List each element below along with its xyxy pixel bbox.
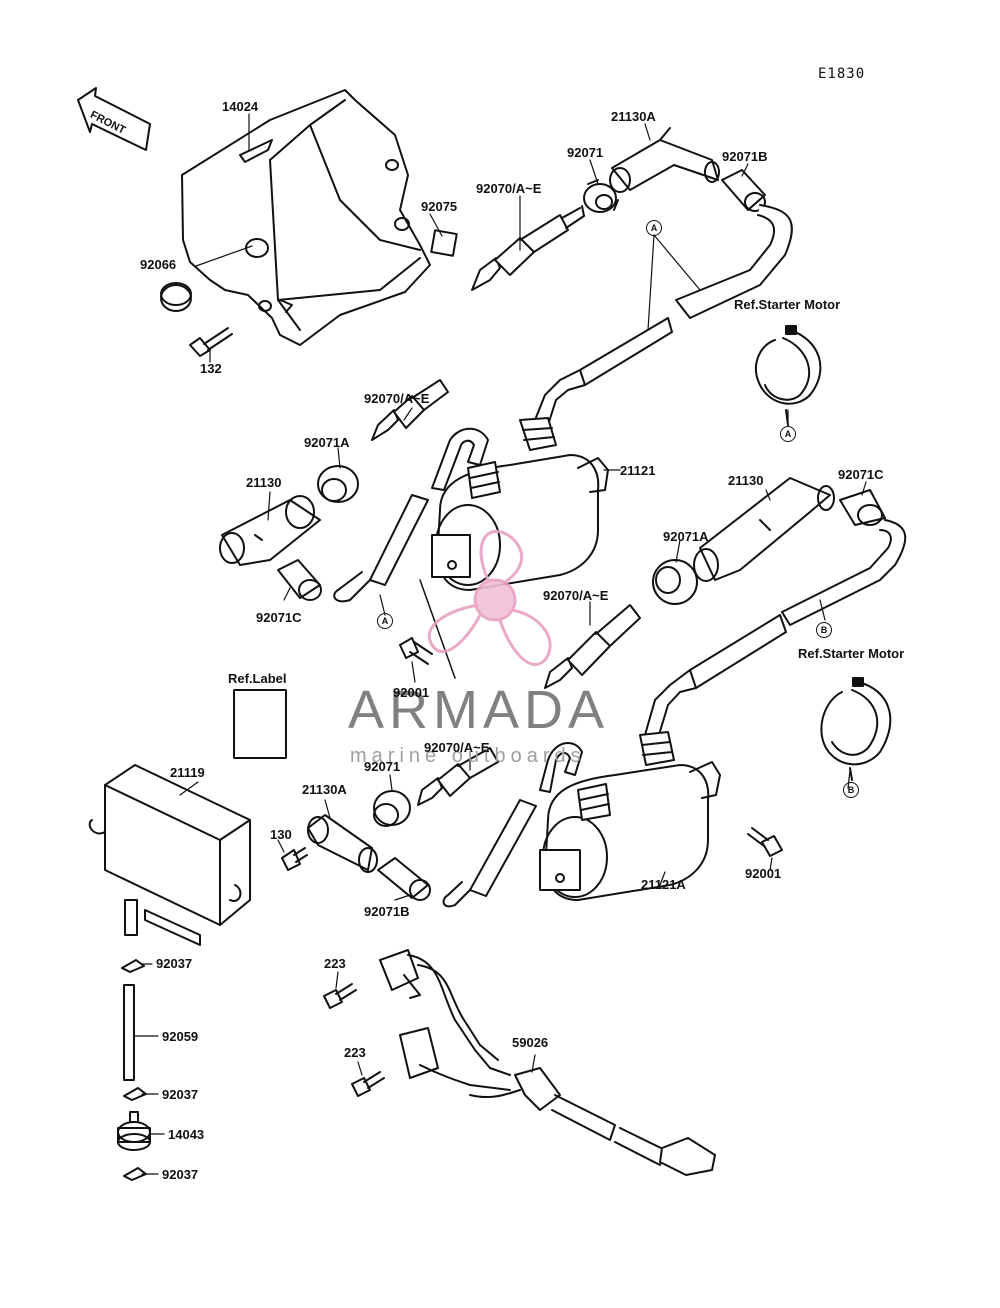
callout-21130a-top: 21130A: [611, 109, 656, 124]
callout-21121a: 21121A: [641, 877, 686, 892]
bolt-92001-right: [747, 827, 783, 857]
hose-92059: [123, 984, 135, 1081]
callout-132: 132: [200, 361, 222, 376]
callout-92037-3: 92037: [162, 1167, 199, 1182]
bolt-130: [281, 847, 308, 871]
front-arrow-icon: [77, 87, 151, 151]
ht-wire-a-top: [534, 204, 793, 426]
callout-21121: 21121: [620, 463, 656, 478]
connector-mark-a-2: A: [780, 426, 796, 442]
plug-cap-21130a-low: [307, 814, 378, 873]
callout-92037-1: 92037: [156, 956, 193, 971]
callout-21130a-low: 21130A: [302, 782, 347, 797]
seal-92071-low: [373, 790, 411, 827]
callout-59026: 59026: [512, 1035, 549, 1050]
bolt-223-1: [323, 983, 357, 1009]
callout-21130-left: 21130: [246, 475, 282, 490]
callout-92037-2: 92037: [162, 1087, 199, 1102]
seal-92071b-top: [721, 169, 766, 212]
seal-92071b-low: [377, 857, 431, 901]
connector-mark-a-1: A: [646, 220, 662, 236]
ignition-coil-21121a: [539, 731, 721, 901]
igniter-21119: [88, 764, 251, 946]
plug-cap-21130-right: [693, 477, 835, 582]
bolt-132: [189, 327, 233, 357]
callout-92001-mid: 92001: [393, 685, 430, 700]
ht-wire-lower: [442, 742, 583, 908]
seal-92071a-left: [317, 465, 359, 503]
plug-cap-21130a-top: [609, 127, 720, 193]
watermark-tagline: marine outboards: [350, 745, 586, 767]
ht-wire-a-left: [333, 427, 489, 603]
spark-plug-low: [417, 747, 499, 806]
callout-92075: 92075: [421, 199, 458, 214]
seal-92071a-right: [652, 559, 698, 605]
leader-lines: [133, 113, 867, 1175]
clip-92037-1: [121, 959, 145, 973]
callout-92071b-top: 92071B: [722, 149, 768, 164]
callout-92071a-right: 92071A: [663, 529, 709, 544]
connector-mark-b-2: B: [843, 782, 859, 798]
callout-92071-top: 92071: [567, 145, 604, 160]
ignition-coil-21121: [431, 417, 609, 591]
callout-92071c-right: 92071C: [838, 467, 884, 482]
callout-21119: 21119: [170, 765, 205, 780]
seal-92071-top: [583, 179, 619, 213]
callout-14043: 14043: [168, 1127, 205, 1142]
callout-92059: 92059: [162, 1029, 199, 1044]
ht-wire-b-right: [644, 519, 907, 739]
spark-plug-top: [471, 205, 585, 291]
ref-label: Ref.Label: [228, 671, 287, 686]
seal-92071c-left: [277, 559, 322, 601]
wire-harness-59026: [379, 949, 716, 1176]
connector-mark-b-1: B: [816, 622, 832, 638]
callout-92001-right: 92001: [745, 866, 782, 881]
watermark-name: ARMADA: [348, 680, 610, 740]
callout-92070-low: 92070/A~E: [424, 740, 490, 755]
callout-92071b-low: 92071B: [364, 904, 410, 919]
callout-14024: 14024: [222, 99, 259, 114]
callout-21130-right: 21130: [728, 473, 764, 488]
callout-130: 130: [270, 827, 292, 842]
callout-92071-low: 92071: [364, 759, 401, 774]
bolt-92001-mid: [399, 637, 433, 665]
ref-starter-motor-2: Ref.Starter Motor: [798, 646, 905, 661]
ref-starter-motor-1: Ref.Starter Motor: [734, 297, 841, 312]
connector-mark-a-3: A: [377, 613, 393, 629]
callout-223-1: 223: [324, 956, 346, 971]
drawing-code: E1830: [818, 66, 866, 82]
callout-92071a-left: 92071A: [304, 435, 350, 450]
armada-propeller-logo-icon: [427, 529, 552, 666]
ignition-cover: [181, 89, 431, 346]
callout-92070-top: 92070/A~E: [476, 181, 542, 196]
callout-223-2: 223: [344, 1045, 366, 1060]
pad-92075: [430, 229, 458, 257]
callout-92071c-left: 92071C: [256, 610, 302, 625]
ref-label-sticker: [233, 689, 287, 759]
plug-cap-21130-left: [219, 495, 321, 566]
cap-92066: [160, 282, 192, 312]
spark-plug-right: [544, 604, 641, 689]
callout-92070-mid: 92070/A~E: [364, 391, 430, 406]
callout-92066: 92066: [140, 257, 177, 272]
seal-92071c-right: [839, 489, 886, 526]
ref-starter-ring-2: [820, 677, 892, 781]
bolt-223-2: [351, 1071, 385, 1097]
callout-92070-right: 92070/A~E: [543, 588, 609, 603]
valve-14043: [117, 1111, 151, 1151]
